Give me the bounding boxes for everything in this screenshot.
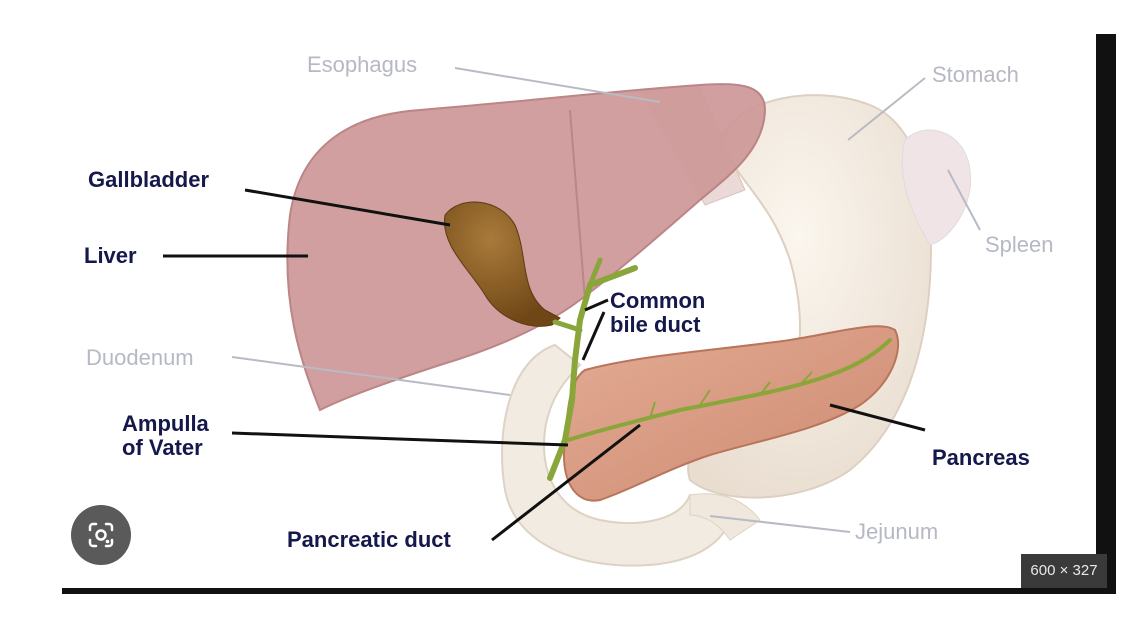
liver [286, 83, 767, 412]
leader-lines-light [231, 67, 981, 533]
label-jejunum: Jejunum [855, 519, 939, 544]
pancreas [563, 325, 900, 502]
label-pancreas: Pancreas [932, 445, 1030, 470]
frame-edge-right [1096, 34, 1116, 590]
label-esophagus: Esophagus [307, 52, 418, 77]
leader-lines-dark [163, 188, 926, 542]
visual-search-button[interactable] [71, 505, 131, 565]
visual-search-lens-icon [88, 522, 114, 548]
label-liver: Liver [84, 243, 137, 268]
spleen [901, 129, 972, 246]
label-gallbladder: Gallbladder [88, 167, 210, 192]
label-pancreatic-duct: Pancreatic duct [287, 527, 451, 552]
label-spleen: Spleen [985, 232, 1054, 257]
frame-edge-bottom [62, 588, 1116, 594]
label-duodenum: Duodenum [86, 345, 194, 370]
image-dimensions-badge: 600 × 327 [1021, 554, 1107, 588]
gallbladder [444, 201, 561, 327]
label-common-bile-duct: Common bile duct [610, 288, 706, 337]
label-ampulla-of-vater: Ampulla of Vater [122, 411, 209, 460]
pancreatic-duct [566, 338, 892, 442]
label-stomach: Stomach [932, 62, 1019, 87]
